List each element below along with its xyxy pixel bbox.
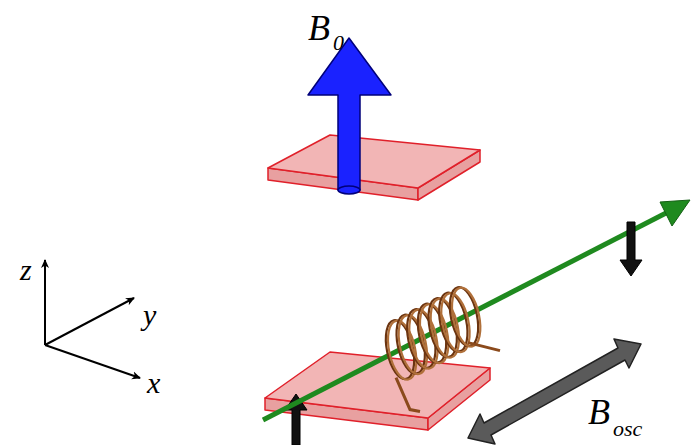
field-subscript: 0 <box>333 32 344 54</box>
coil <box>381 285 500 412</box>
coil-winding <box>447 285 485 349</box>
field-subscript: osc <box>613 418 642 440</box>
particle-beam <box>263 200 690 420</box>
axis-label: x <box>147 368 160 398</box>
coil-lead <box>468 343 500 351</box>
axis-label: y <box>143 300 156 330</box>
coil-lead <box>396 378 420 412</box>
field-symbol: B <box>308 10 330 46</box>
field-symbol: B <box>588 394 610 430</box>
coil-winding <box>445 285 483 349</box>
static-field-arrow <box>308 38 391 194</box>
axes <box>45 260 140 378</box>
top-plate <box>268 135 480 200</box>
spin-down-arrow <box>620 222 642 276</box>
axis-label: z <box>20 255 32 285</box>
